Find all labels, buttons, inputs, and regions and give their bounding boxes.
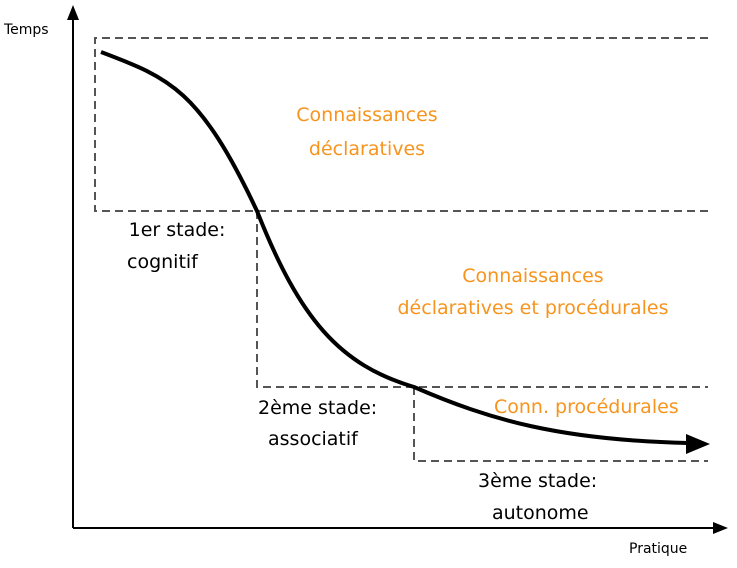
region-declarative-line1: Connaissances <box>296 104 438 126</box>
region-box-declarative-procedural <box>256 211 708 388</box>
x-axis-arrow-icon <box>713 522 728 534</box>
x-axis-label: Pratique <box>629 541 688 557</box>
region-label-declarative: Connaissances déclaratives <box>262 104 472 160</box>
y-axis-arrow-icon <box>67 5 79 20</box>
learning-curve <box>100 50 689 445</box>
stage-label-associative: 2ème stade: associatif <box>258 397 418 450</box>
stage-label-autonomous: 3ème stade: autonome <box>478 470 648 524</box>
stage2-line1: 2ème stade: <box>258 397 378 419</box>
region-decl-proc-line2: déclaratives et procédurales <box>397 297 669 319</box>
stage1-line2: cognitif <box>127 251 198 273</box>
stage-label-cognitive: 1er stade: cognitif <box>112 219 242 273</box>
stage3-line2: autonome <box>492 502 589 524</box>
region-decl-proc-line1: Connaissances <box>462 265 604 287</box>
stage2-line2: associatif <box>268 428 358 450</box>
region-box-declarative <box>94 37 708 212</box>
stage1-line1: 1er stade: <box>128 219 226 241</box>
stage3-line1: 3ème stade: <box>478 470 598 492</box>
region-label-declarative-procedural: Connaissances déclaratives et procédural… <box>343 265 723 319</box>
region-declarative-line2: déclaratives <box>308 138 426 160</box>
region-label-procedural: Conn. procédurales <box>494 396 679 418</box>
curve-arrow-icon <box>686 434 710 454</box>
y-axis-label: Temps <box>4 22 49 38</box>
